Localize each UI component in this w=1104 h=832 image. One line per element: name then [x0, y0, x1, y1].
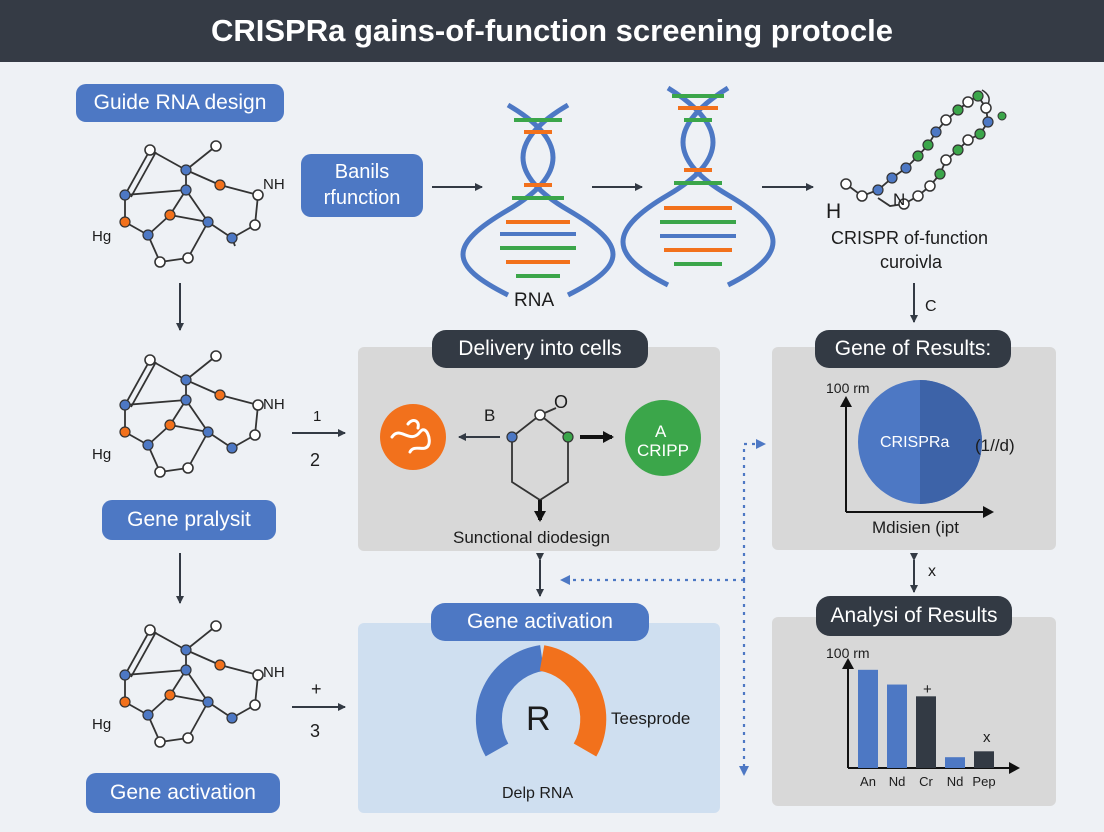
chain-n-label: N: [893, 190, 906, 209]
label-o: O: [554, 392, 569, 412]
results-title: Gene of Results:: [815, 330, 1011, 368]
banils-rfunction-pill: Banils rfunction: [301, 154, 423, 217]
bar-label-2: Cr: [919, 774, 933, 789]
guide-rna-design-pill: Guide RNA design: [76, 84, 284, 122]
results-caption: Mdisien (ipt: [872, 518, 959, 537]
crispr-label-line-1: CRISPR of-function: [831, 228, 989, 248]
label-b: B: [484, 406, 496, 425]
gauge-letter: R: [526, 700, 551, 738]
rna-label: RNA: [514, 290, 555, 311]
nh-label-2: NH: [263, 396, 285, 413]
bar-chart-bars: [858, 669, 994, 768]
hg-label-2: Hg: [92, 446, 112, 463]
gene-activation-pill: Gene activation: [86, 773, 280, 813]
arrow-label-2: 2: [310, 450, 321, 470]
crispra-circle-shade: [920, 380, 982, 504]
gene-activation-title: Gene activation: [431, 603, 649, 641]
green-cell-line-1: A: [655, 422, 667, 441]
arrow-label-3: 3: [310, 721, 321, 741]
arrow-label-plus: +: [311, 679, 322, 699]
green-cell-line-2: CRIPP: [637, 441, 689, 460]
results-side-label: (1//d): [975, 436, 1015, 455]
x-mark: x: [983, 729, 991, 746]
hg-label-1: Hg: [92, 228, 112, 245]
dna-helix-2: [620, 85, 776, 288]
hg-label-3: Hg: [92, 716, 112, 733]
gauge-ring: [475, 645, 607, 757]
analysis-panel: [772, 617, 1056, 806]
chain-molecule: [840, 89, 1007, 210]
ring-structure: [506, 407, 574, 502]
gene-activation-caption: Delp RNA: [502, 785, 574, 802]
bar-0: [858, 669, 878, 768]
chain-h-label: H: [826, 200, 842, 223]
results-axis-top: 100 rm: [826, 380, 870, 396]
dna-helix-1: [460, 102, 616, 298]
banils-line-1: Banils: [334, 161, 390, 183]
green-cell: [625, 400, 701, 476]
results-axes: [840, 396, 994, 518]
page-title: CRISPRa gains-of-function screening prot…: [210, 13, 894, 48]
rna-squiggle-icon: [390, 419, 431, 454]
arrow-c-label: C: [925, 298, 937, 315]
bar-label-3: Nd: [946, 774, 964, 789]
bar-label-0: An: [860, 774, 876, 789]
delivery-title: Delivery into cells: [432, 330, 648, 368]
crispr-label-line-2: curoivla: [880, 252, 943, 272]
nh-label-3: NH: [263, 664, 285, 681]
analysis-axis-top: 100 rm: [826, 645, 870, 661]
bar-3: [945, 757, 965, 768]
crispra-circle-label: CRISPRa: [880, 434, 950, 451]
bar-1: [887, 684, 907, 768]
molecule-1: [119, 140, 264, 268]
bar-label-1: Nd: [888, 774, 906, 789]
bar-4: [974, 751, 994, 768]
dotted-connector: [562, 444, 746, 774]
nh-label-1: NH: [263, 176, 285, 193]
bar-2: [916, 696, 936, 768]
title-bar: [0, 0, 1104, 62]
arrow-x-label: x: [928, 563, 936, 580]
molecule-3: [119, 620, 264, 748]
arrow-label-1: 1: [313, 408, 322, 425]
delivery-caption: Sunctional diodesign: [453, 528, 610, 547]
plus-mark: +: [923, 681, 932, 698]
gene-pralysit-pill: Gene pralysit: [102, 500, 276, 540]
molecule-2: [119, 350, 264, 478]
gauge-side-label: Teesprode: [611, 709, 691, 728]
analysis-title: Analysi of Results: [816, 596, 1012, 636]
banils-line-2: rfunction: [323, 187, 401, 209]
bar-label-4: Pep: [972, 774, 996, 789]
